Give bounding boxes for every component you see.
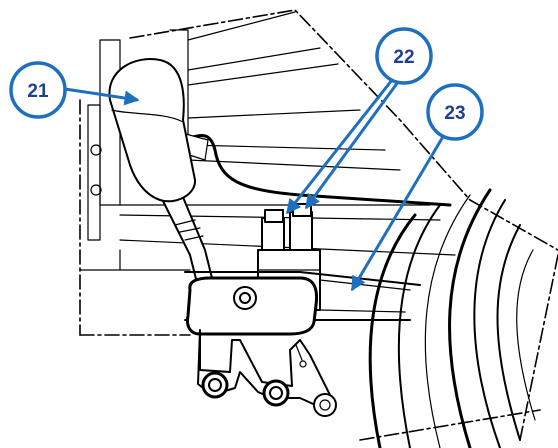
boundary-lines <box>79 9 558 441</box>
callout-22: 22 <box>375 27 433 85</box>
callout-label-23: 23 <box>444 103 465 124</box>
bracket <box>186 276 319 336</box>
wheel <box>368 188 536 448</box>
callout-label-21: 21 <box>27 81 49 102</box>
callout-label-22: 22 <box>393 47 414 68</box>
callout-23: 23 <box>426 83 484 141</box>
leader-lines <box>64 79 446 292</box>
callout-21: 21 <box>9 61 67 119</box>
handle-knob <box>108 58 216 296</box>
linkage-arms <box>197 329 337 417</box>
